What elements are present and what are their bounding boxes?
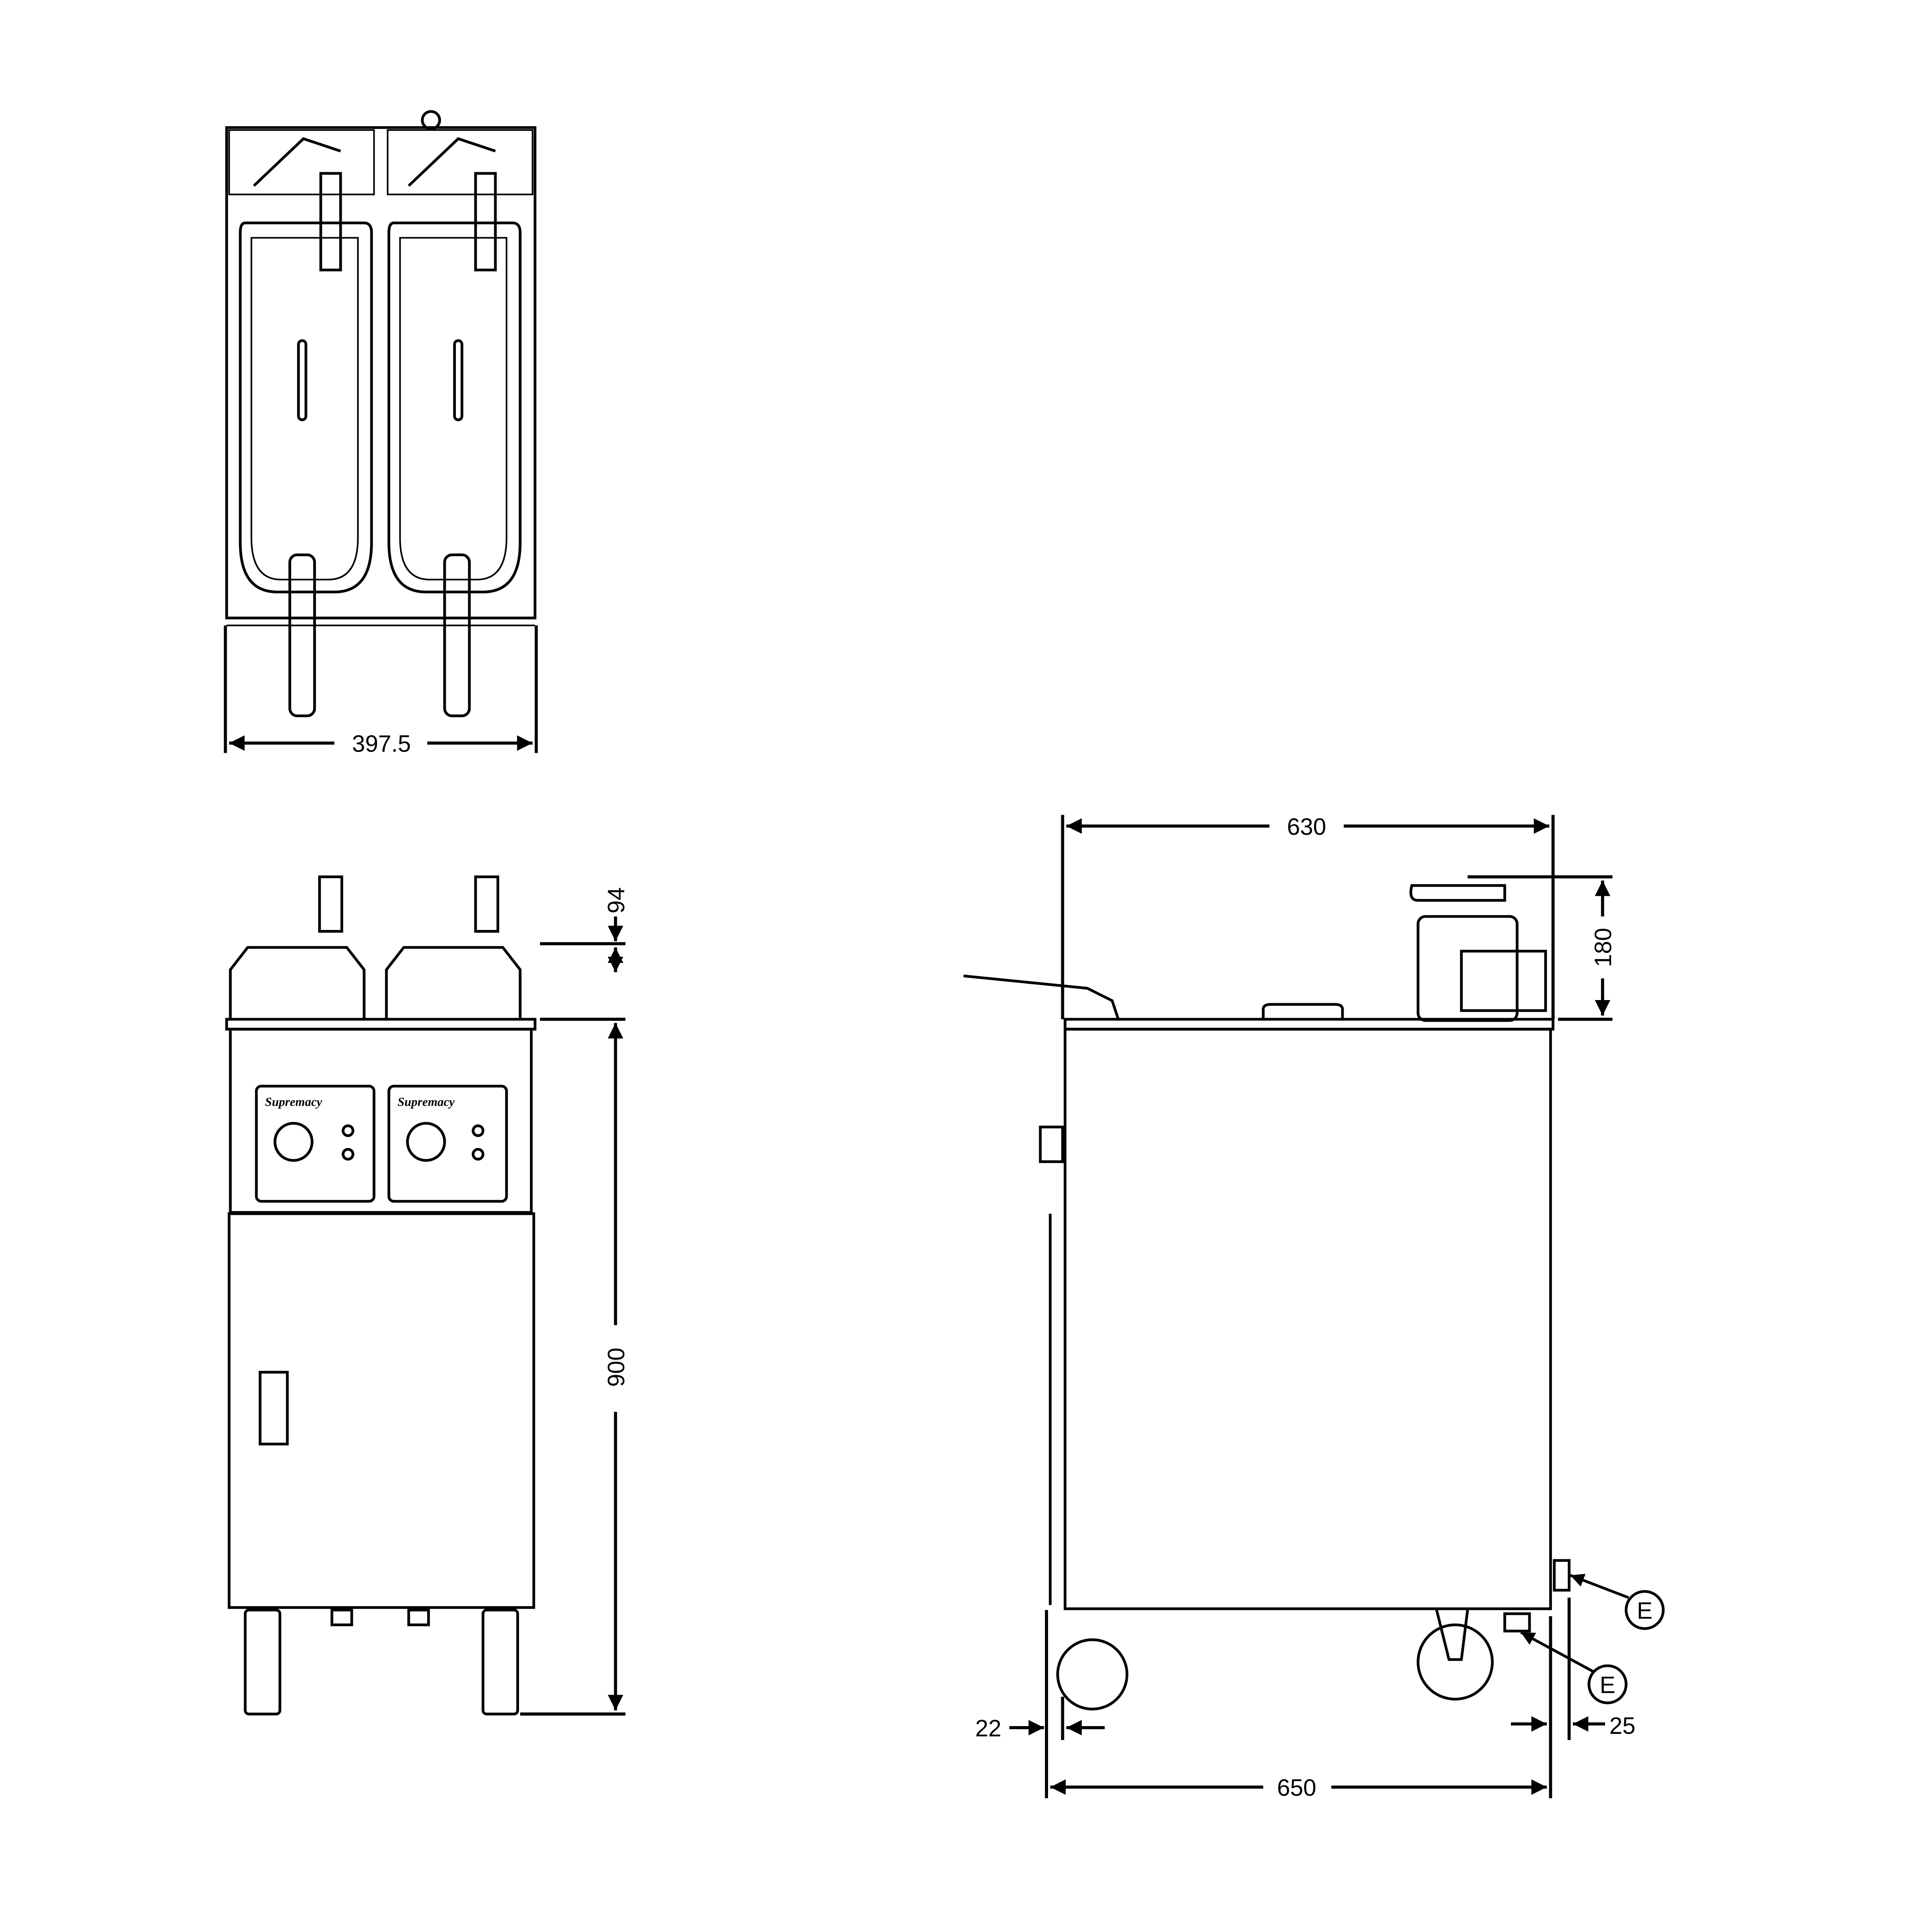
control-panel-right	[387, 1084, 508, 1203]
caster-right	[481, 1608, 519, 1716]
callout-e-upper-label: E	[1637, 1597, 1653, 1624]
basket-left	[239, 137, 373, 718]
rear-caster-wheel	[1416, 1623, 1494, 1701]
callout-e-upper	[1625, 1590, 1665, 1630]
dim-total-depth-label: 650	[1277, 1774, 1316, 1801]
drain-fitting	[1503, 1612, 1531, 1632]
indicator-light-icon	[471, 1124, 485, 1137]
top-view: 397.5	[224, 110, 538, 757]
basket-right	[387, 137, 522, 718]
brand-logo-left: Supremacy	[265, 1095, 322, 1109]
side-view: E E 630 180 650 22 25	[963, 814, 1665, 1801]
indicator-light-icon	[341, 1124, 355, 1137]
dim-top-depth-label: 630	[1287, 814, 1326, 840]
indicator-light-icon	[471, 1148, 485, 1161]
door-handle	[259, 1371, 289, 1446]
front-view: Supremacy Supremacy 94 900	[225, 875, 629, 1716]
control-panel-left	[255, 1084, 375, 1203]
callout-e-lower-label: E	[1600, 1672, 1615, 1698]
dim-front-offset-label: 22	[975, 1715, 1002, 1741]
dim-width-label: 397.5	[352, 730, 411, 757]
thermostat-knob-left-icon[interactable]	[273, 1122, 313, 1162]
indicator-light-icon	[341, 1148, 355, 1161]
brand-logo-right: Supremacy	[397, 1095, 455, 1109]
dim-rear-offset-label: 25	[1609, 1713, 1636, 1739]
front-caster-wheel	[1056, 1638, 1129, 1711]
side-knob	[1039, 1125, 1064, 1163]
cabinet-door	[228, 1212, 535, 1609]
caster-left	[244, 1608, 281, 1716]
top-knob-icon	[421, 110, 441, 130]
side-body	[1064, 1028, 1552, 1610]
callout-e-lower	[1588, 1664, 1628, 1704]
dim-basket-height-side-label: 180	[1590, 928, 1616, 967]
drain-fitting	[1553, 1559, 1571, 1592]
dim-basket-height-label: 94	[603, 887, 629, 914]
dim-height-label: 900	[603, 1348, 629, 1387]
thermostat-knob-right-icon[interactable]	[406, 1122, 446, 1162]
